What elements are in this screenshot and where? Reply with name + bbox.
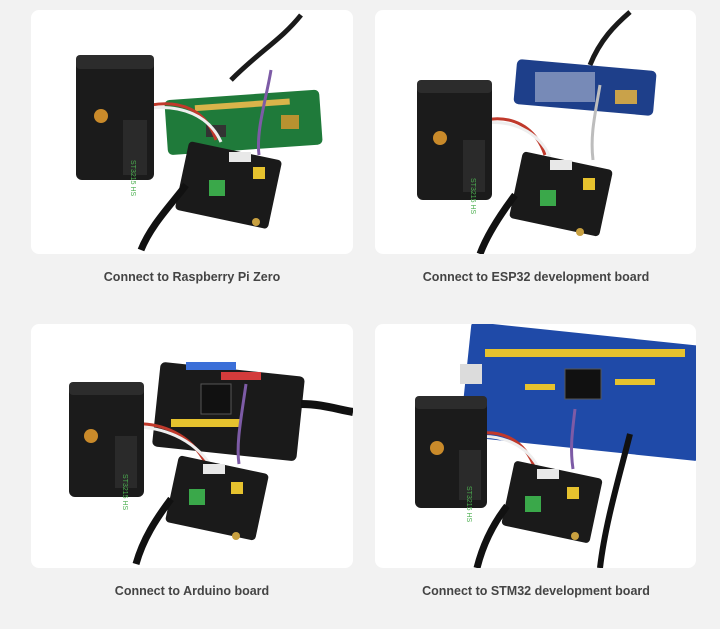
panel-arduino: ST3215 HS [31, 324, 353, 568]
caption-stm32: Connect to STM32 development board [422, 584, 650, 598]
caption-raspberry-pi-zero: Connect to Raspberry Pi Zero [103, 270, 281, 284]
panel-stm32: ST3215 HS [375, 324, 696, 568]
servo-label: ST3215 HS [129, 160, 136, 197]
raspberry-pi-zero-photo: ST3215 HS [76, 13, 323, 252]
stm32-photo: ST3215 HS [415, 324, 696, 568]
esp32-photo: ST3215 HS [417, 10, 657, 254]
servo-label: ST3215 HS [465, 486, 472, 523]
servo-label: ST3215 HS [469, 178, 476, 215]
arduino-photo: ST3215 HS [69, 362, 353, 565]
servo-label: ST3215 HS [121, 474, 128, 511]
caption-esp32: Connect to ESP32 development board [422, 270, 650, 284]
caption-arduino: Connect to Arduino board [114, 584, 270, 598]
panel-esp32: ST3215 HS [375, 10, 696, 254]
panel-raspberry-pi-zero: ST3215 HS [31, 10, 353, 254]
